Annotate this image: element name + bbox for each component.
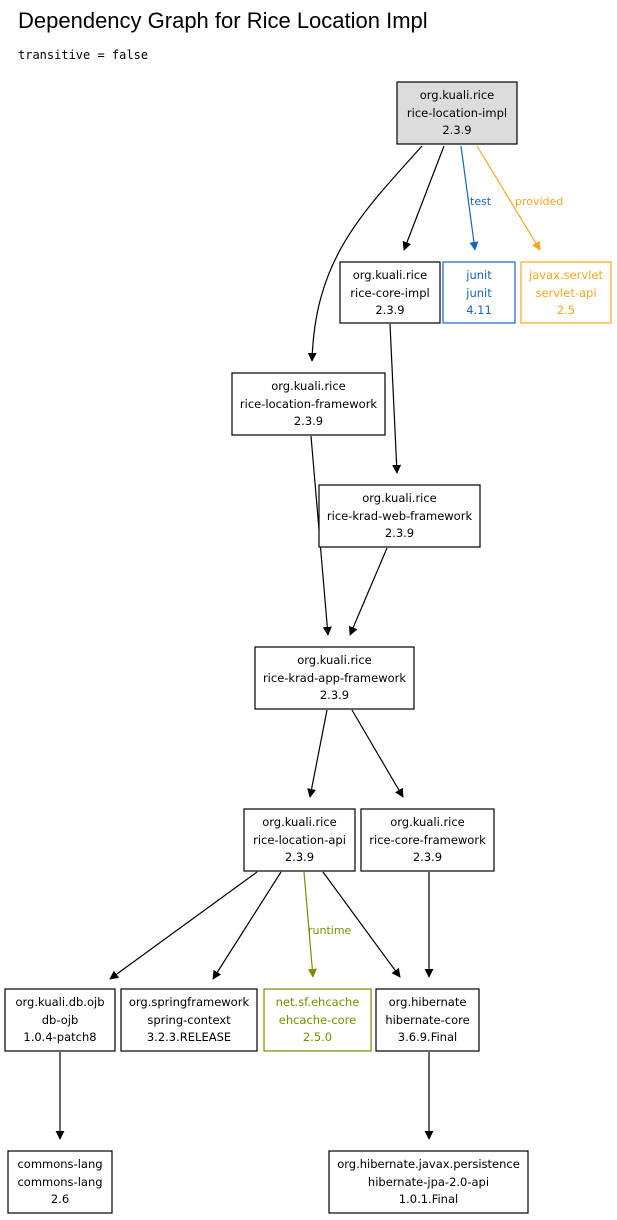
node-artifact: rice-core-framework xyxy=(369,833,486,847)
node-group: org.kuali.db.ojb xyxy=(16,995,105,1009)
node-box xyxy=(243,808,356,872)
node-root: org.kuali.rice rice-location-impl 2.3.9 xyxy=(396,81,518,145)
node-ehcache: net.sf.ehcache ehcache-core 2.5.0 xyxy=(263,988,372,1052)
node-group: commons-lang xyxy=(17,1157,102,1171)
node-artifact: rice-location-api xyxy=(253,833,346,847)
node-clang: commons-lang commons-lang 2.6 xyxy=(7,1150,113,1214)
edge-loc-api-to-spring xyxy=(212,871,282,980)
node-artifact: hibernate-core xyxy=(385,1013,469,1027)
node-artifact: spring-context xyxy=(147,1013,231,1027)
node-version: 2.3.9 xyxy=(320,688,349,702)
edge-krad-web-to-krad-app xyxy=(349,547,388,636)
edge-loc-api-to-hibernate xyxy=(322,871,401,978)
edge-krad-app-to-core-fw xyxy=(351,709,404,798)
edge-root-to-core-impl xyxy=(402,145,445,251)
edge-loc-api-to-ehcache xyxy=(303,871,317,978)
node-group: javax.servlet xyxy=(528,268,603,282)
node-box xyxy=(520,261,612,324)
node-loc-fw: org.kuali.rice rice-location-framework 2.3… xyxy=(231,372,386,436)
node-jpa: org.hibernate.javax.persistence hibernate… xyxy=(328,1150,529,1214)
edge-core-impl-to-krad-web xyxy=(389,323,402,474)
node-spring: org.springframework spring-context 3.2.3.R… xyxy=(120,988,258,1052)
node-artifact: rice-location-framework xyxy=(240,397,378,411)
edge-label-test: test xyxy=(470,195,492,208)
edge-root-to-junit xyxy=(460,145,479,251)
node-group: org.kuali.rice xyxy=(362,491,437,505)
node-box xyxy=(263,988,372,1052)
edge-root-to-servlet xyxy=(476,145,541,251)
node-box xyxy=(339,261,441,324)
node-core-impl: org.kuali.rice rice-core-impl 2.3.9 xyxy=(339,261,441,324)
node-group: junit xyxy=(465,268,492,282)
node-artifact: rice-krad-app-framework xyxy=(263,671,406,685)
node-artifact: rice-location-impl xyxy=(407,106,507,120)
node-group: org.springframework xyxy=(129,995,250,1009)
node-box xyxy=(254,646,415,710)
node-artifact: rice-krad-web-framework xyxy=(327,509,473,523)
node-artifact: rice-core-impl xyxy=(350,286,429,300)
node-group: org.hibernate xyxy=(389,995,467,1009)
node-box xyxy=(328,1150,529,1214)
node-version: 2.3.9 xyxy=(385,526,414,540)
node-version: 2.3.9 xyxy=(285,850,314,864)
node-krad-app: org.kuali.rice rice-krad-app-framework 2.3… xyxy=(254,646,415,710)
node-version: 3.6.9.Final xyxy=(398,1030,457,1044)
node-version: 4.11 xyxy=(466,303,492,317)
node-hibernate: org.hibernate hibernate-core 3.6.9.Final xyxy=(375,988,480,1052)
node-ojb: org.kuali.db.ojb db-ojb 1.0.4-patch8 xyxy=(4,988,116,1052)
node-servlet: javax.servlet servlet-api 2.5 xyxy=(520,261,612,324)
node-version: 2.3.9 xyxy=(375,303,404,317)
node-box xyxy=(7,1150,113,1214)
node-box xyxy=(442,261,516,324)
node-artifact: junit xyxy=(465,286,492,300)
node-box xyxy=(4,988,116,1052)
node-core-fw: org.kuali.rice rice-core-framework 2.3.9 xyxy=(360,808,495,872)
node-version: 1.0.1.Final xyxy=(399,1192,458,1206)
node-junit: junit junit 4.11 xyxy=(442,261,516,324)
node-version: 3.2.3.RELEASE xyxy=(147,1030,231,1044)
node-group: org.kuali.rice xyxy=(390,815,465,829)
node-box xyxy=(396,81,518,145)
node-box xyxy=(375,988,480,1052)
edge-krad-app-to-loc-api xyxy=(307,709,328,798)
node-version: 2.6 xyxy=(51,1192,69,1206)
node-loc-api: org.kuali.rice rice-location-api 2.3.9 xyxy=(243,808,356,872)
node-group: org.kuali.rice xyxy=(420,88,495,102)
node-box xyxy=(360,808,495,872)
node-version: 2.5.0 xyxy=(303,1030,332,1044)
edge-label-runtime: runtime xyxy=(308,924,352,937)
node-group: org.hibernate.javax.persistence xyxy=(337,1157,520,1171)
nodes-layer: org.kuali.ricerice-location-impl2.3.9org… xyxy=(4,81,612,1214)
node-box xyxy=(120,988,258,1052)
graph-subtitle: transitive = false xyxy=(18,48,149,62)
node-box xyxy=(318,484,481,548)
node-group: org.kuali.rice xyxy=(271,379,346,393)
node-artifact: hibernate-jpa-2.0-api xyxy=(368,1175,489,1189)
edge-loc-api-to-ojb xyxy=(109,871,258,980)
node-group: net.sf.ehcache xyxy=(276,995,360,1009)
node-version: 2.3.9 xyxy=(442,123,471,137)
node-artifact: ehcache-core xyxy=(279,1013,356,1027)
edge-label-provided: provided xyxy=(515,195,563,208)
edge-root-to-loc-fw xyxy=(307,145,423,362)
node-group: org.kuali.rice xyxy=(262,815,337,829)
node-box xyxy=(231,372,386,436)
node-artifact: commons-lang xyxy=(17,1175,102,1189)
node-version: 1.0.4-patch8 xyxy=(23,1030,96,1044)
node-group: org.kuali.rice xyxy=(297,653,372,667)
page-title: Dependency Graph for Rice Location Impl xyxy=(18,8,428,33)
node-krad-web: org.kuali.rice rice-krad-web-framework 2.3… xyxy=(318,484,481,548)
node-version: 2.3.9 xyxy=(294,414,323,428)
node-version: 2.5 xyxy=(557,303,575,317)
node-group: org.kuali.rice xyxy=(353,268,428,282)
node-artifact: servlet-api xyxy=(535,286,596,300)
node-artifact: db-ojb xyxy=(42,1013,79,1027)
node-version: 2.3.9 xyxy=(413,850,442,864)
